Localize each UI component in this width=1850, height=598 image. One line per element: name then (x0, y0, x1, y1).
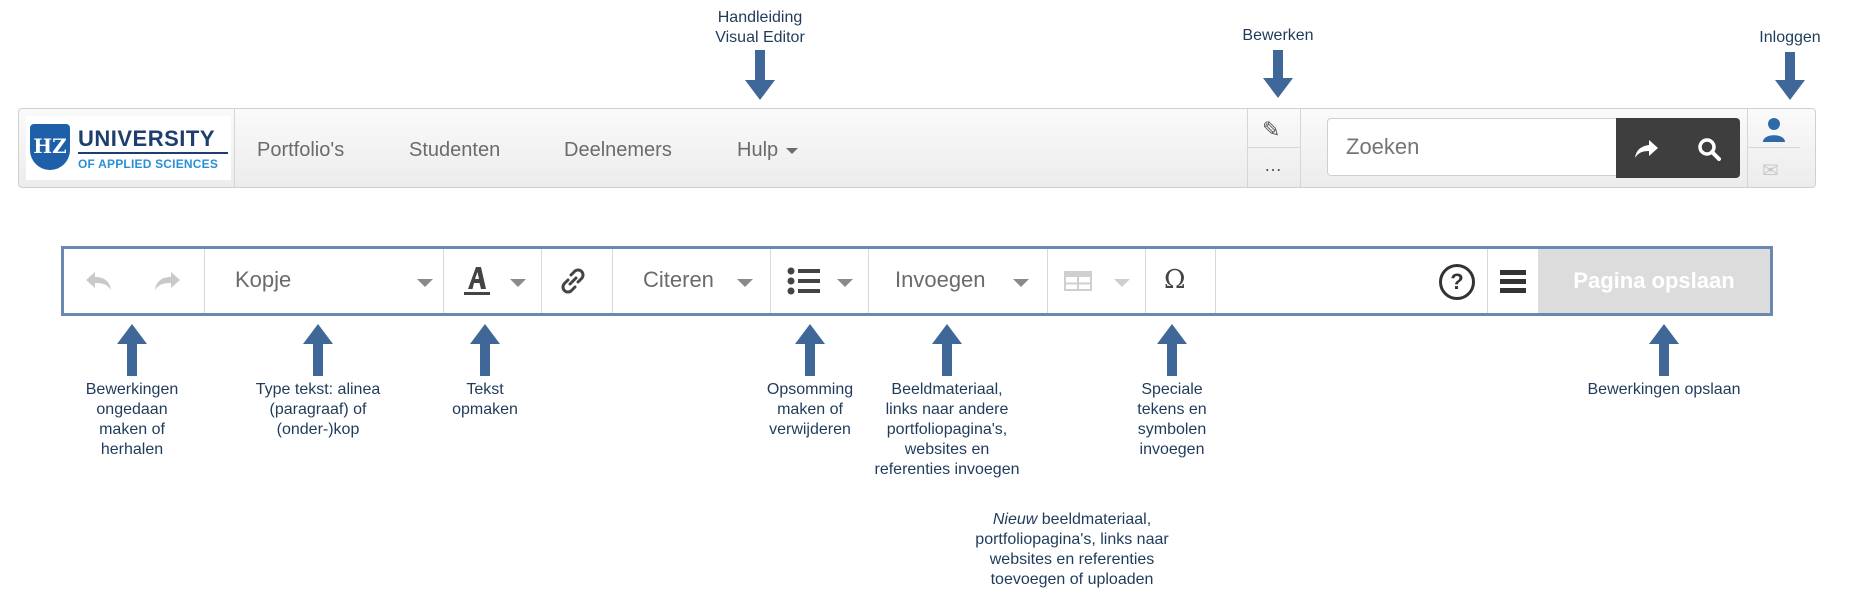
chevron-down-icon (837, 279, 853, 287)
toolbar-divider (770, 249, 771, 313)
annotation-inloggen: Inloggen (1759, 29, 1821, 46)
nav-hulp-label: Hulp (737, 139, 779, 161)
annotation-nieuw-italic: Nieuw (992, 511, 1038, 528)
arrow-invoegen (932, 324, 962, 376)
hamburger-menu-icon[interactable] (1500, 269, 1526, 293)
annotation-opslaan: Bewerkingen opslaan (1587, 381, 1741, 398)
arrow-opsomming (795, 324, 825, 376)
chevron-down-icon (786, 147, 799, 154)
annotation-opsomming: Opsomming maken of verwijderen (766, 381, 854, 438)
insert-label: Invoegen (895, 267, 986, 292)
envelope-icon[interactable]: ✉ (1762, 160, 1779, 182)
edit-controls: ✎ … (1247, 109, 1301, 187)
help-icon: ? (1450, 269, 1464, 294)
visual-editor-toolbar: Kopje Citeren Invoegen (61, 246, 1773, 316)
arrow-bewerken (1263, 50, 1293, 100)
top-navbar: HZ UNIVERSITY OF APPLIED SCIENCES Portfo… (18, 108, 1816, 188)
toolbar-divider (204, 249, 205, 313)
chevron-down-icon (510, 279, 526, 287)
account-controls: ✉ (1747, 109, 1800, 187)
toolbar-divider (443, 249, 444, 313)
nav-divider (234, 109, 235, 187)
arrow-type-tekst (303, 324, 333, 376)
chevron-down-icon (417, 279, 433, 287)
hz-logo[interactable]: HZ UNIVERSITY OF APPLIED SCIENCES (26, 116, 231, 180)
nav-hulp-dropdown[interactable]: Hulp (737, 139, 799, 162)
chevron-down-icon (737, 279, 753, 287)
pencil-icon[interactable]: ✎ (1262, 117, 1281, 142)
account-cell-divider (1748, 147, 1800, 148)
edit-cell-divider (1248, 147, 1300, 148)
arrow-opslaan (1649, 324, 1679, 376)
annotation-nieuw: Nieuw beeldmateriaal, portfoliopagina's,… (952, 510, 1192, 590)
text-style-icon (464, 267, 490, 295)
cite-label: Citeren (643, 267, 714, 292)
link-icon[interactable] (556, 265, 590, 297)
nav-portfolios[interactable]: Portfolio's (257, 139, 345, 161)
cite-menu[interactable]: Citeren (613, 249, 770, 313)
undo-icon[interactable] (84, 269, 114, 293)
user-icon[interactable] (1760, 115, 1788, 143)
bullet-list-icon (787, 267, 820, 295)
annotation-undo-redo: Bewerkingen ongedaan maken of herhalen (85, 381, 179, 458)
nav-deelnemers[interactable]: Deelnemers (564, 139, 672, 161)
insert-menu[interactable]: Invoegen (869, 249, 1047, 313)
annotation-tekst-opmaken: Tekst opmaken (452, 381, 518, 418)
nav-studenten[interactable]: Studenten (409, 139, 501, 161)
save-page-button[interactable]: Pagina opslaan (1538, 249, 1770, 313)
toolbar-divider (1047, 249, 1048, 313)
toolbar-divider (1145, 249, 1146, 313)
toolbar-divider (868, 249, 869, 313)
logo-university-text: UNIVERSITY (78, 126, 216, 151)
arrow-handleiding (745, 50, 775, 102)
search-button[interactable] (1678, 118, 1740, 178)
go-button[interactable] (1616, 118, 1679, 178)
arrow-undo-redo (117, 324, 147, 376)
table-menu[interactable] (1048, 249, 1145, 313)
heading-format-select[interactable]: Kopje (205, 249, 443, 313)
toolbar-divider (541, 249, 542, 313)
table-icon (1064, 271, 1092, 291)
annotation-type-tekst: Type tekst: alinea (paragraaf) of (onder… (255, 381, 381, 438)
list-menu[interactable] (771, 249, 868, 313)
more-options-icon[interactable]: … (1264, 155, 1283, 175)
annotation-speciale-tekens: Speciale tekens en symbolen invoegen (1137, 381, 1207, 458)
arrow-speciale-tekens (1157, 324, 1187, 376)
search-input[interactable] (1327, 118, 1617, 176)
chevron-down-icon (1114, 279, 1130, 287)
heading-format-value: Kopje (235, 267, 292, 292)
help-button[interactable]: ? (1439, 264, 1475, 300)
arrow-inloggen (1775, 52, 1805, 102)
annotation-invoegen: Beeldmateriaal, links naar andere portfo… (874, 381, 1020, 478)
chevron-down-icon (1013, 279, 1029, 287)
toolbar-divider (612, 249, 613, 313)
annotation-bewerken: Bewerken (1242, 27, 1314, 44)
redo-icon[interactable] (152, 269, 182, 293)
toolbar-divider (1215, 249, 1216, 313)
text-style-menu[interactable] (444, 249, 541, 313)
share-arrow-icon (1635, 140, 1658, 159)
search-icon (1698, 138, 1721, 162)
logo-applied-sciences-text: OF APPLIED SCIENCES (78, 157, 219, 171)
arrow-tekst-opmaken (470, 324, 500, 376)
logo-divider (78, 152, 228, 154)
toolbar-divider (1487, 249, 1488, 313)
annotation-nieuw-rest: beeldmateriaal, portfoliopagina's, links… (975, 511, 1169, 588)
hz-shield-logo: HZ (30, 124, 70, 170)
special-characters-button[interactable]: Ω (1164, 265, 1186, 295)
annotation-handleiding: Handleiding Visual Editor (715, 9, 805, 46)
